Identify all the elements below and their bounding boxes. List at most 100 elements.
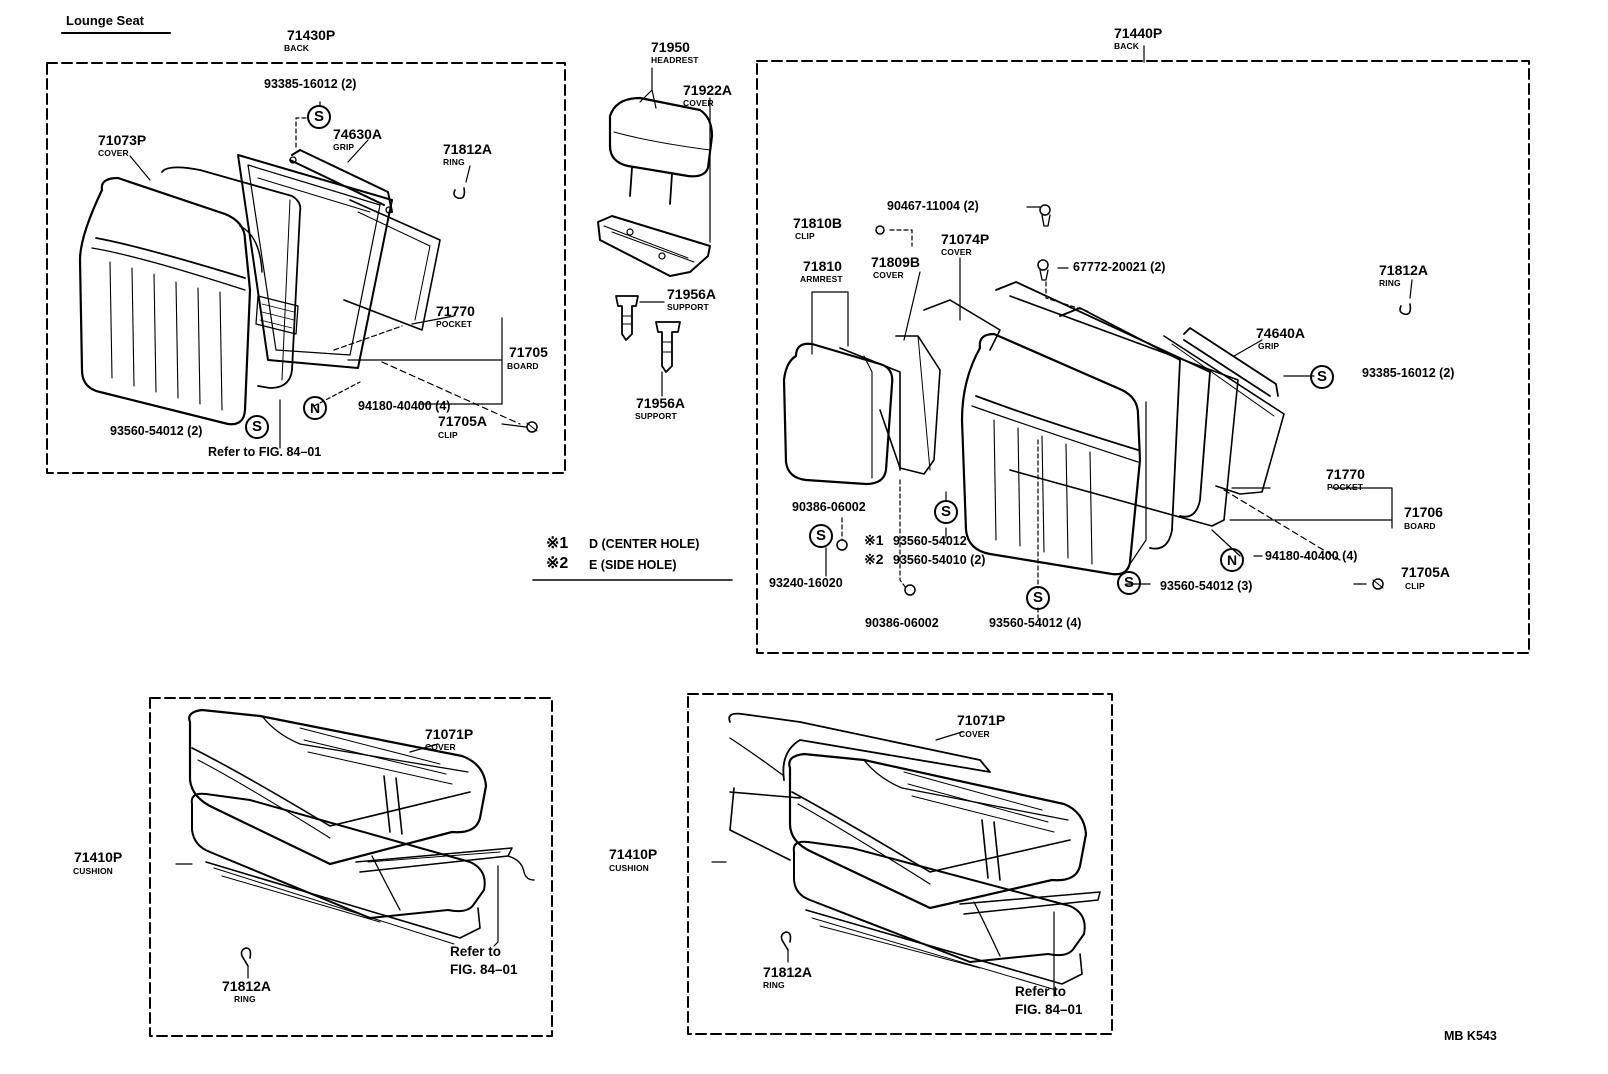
armrest-cover-part-name: COVER [873, 270, 904, 280]
left-nut-part-number: 94180-40400 (4) [358, 399, 451, 413]
cushion-left-ring-drawing [240, 947, 252, 967]
cushion-left-cover-drawing [188, 708, 488, 866]
left-clip-part-number: 71705A [438, 413, 488, 429]
right-cover-part-name: COVER [941, 247, 972, 257]
back-cover-drawing [78, 176, 252, 426]
support1-part-number: 71956A [667, 286, 717, 302]
cushion-right-cover-part-number: 71071P [957, 712, 1006, 728]
screw-a-part-number: 90467-11004 (2) [887, 199, 979, 213]
cushion-left-reference-line1: Refer to [450, 944, 502, 959]
washer1-part-number: 90386-06002 [792, 500, 866, 514]
headrest-part-number: 71950 [651, 39, 690, 55]
screw-f-part-number: 93560-54012 (4) [989, 616, 1082, 630]
left-screw-part-number: 93385-16012 (2) [264, 77, 357, 91]
left-grip-part-number: 74630A [333, 126, 383, 142]
left-ring-part-number: 71812A [443, 141, 493, 157]
back-pad-drawing [161, 166, 302, 389]
right-cover-part-number: 71074P [941, 231, 990, 247]
right-nut-part-number: 94180-40400 (4) [1265, 549, 1358, 563]
fastener-a-drawing [1039, 204, 1051, 216]
cushion-right-cover-part-name: COVER [959, 729, 990, 739]
cushion-right-reference-line2: FIG. 84–01 [1015, 1002, 1083, 1017]
cushion-right-part-name: CUSHION [609, 863, 649, 873]
headrest-drawing [608, 96, 714, 178]
cushion-right-ring-part-name: RING [763, 980, 785, 990]
fastener-part-number: 67772-20021 (2) [1073, 260, 1166, 274]
washer1-drawing [836, 539, 848, 551]
cushion-left-part-number: 71410P [74, 849, 123, 865]
support1-drawing [615, 295, 639, 341]
cushion-left-assembly [175, 708, 535, 979]
cushion-left-ring-part-number: 71812A [222, 978, 272, 994]
headrest-part-name: HEADREST [651, 55, 699, 65]
screw-e-part-number: 93240-16020 [769, 576, 843, 590]
right-board-part-name: BOARD [1404, 521, 1436, 531]
right-clip2-drawing [1372, 578, 1384, 590]
left-board-part-name: BOARD [507, 361, 539, 371]
s-symbol-icon: S [1310, 365, 1334, 389]
left-screw2-part-number: 93560-54012 (2) [110, 424, 203, 438]
legend-text-1: D (CENTER HOLE) [589, 537, 700, 551]
left-grip-part-name: GRIP [333, 142, 355, 152]
washer2-part-number: 90386-06002 [865, 616, 939, 630]
n-symbol-icon: N [303, 396, 327, 420]
right-back-part-number: 71440P [1114, 25, 1163, 41]
right-ring-drawing [1399, 303, 1412, 316]
support2-drawing [655, 321, 681, 373]
cushion-right-cover-drawing [788, 752, 1088, 910]
armrest-cover-drawing [879, 335, 941, 475]
cushion-right-reference-line1: Refer to [1015, 984, 1067, 999]
right-grip-part-name: GRIP [1258, 341, 1280, 351]
cushion-left-pad-drawing [190, 792, 486, 919]
pocket-drawing [343, 199, 441, 331]
s-symbol-icon: S [809, 524, 833, 548]
diagram-title: Lounge Seat [66, 13, 145, 28]
headrest-cover-part-name: COVER [683, 98, 714, 108]
washer2-drawing [904, 584, 916, 596]
armrest-drawing [782, 342, 894, 486]
screw-b-part-number: 93385-16012 (2) [1362, 366, 1455, 380]
left-clip-part-name: CLIP [438, 430, 458, 440]
legend-text-2: E (SIDE HOLE) [589, 558, 677, 572]
right-ring-part-name: RING [1379, 278, 1401, 288]
support1-part-name: SUPPORT [667, 302, 709, 312]
right-clip2-part-number: 71705A [1401, 564, 1451, 580]
right-ring-part-number: 71812A [1379, 262, 1429, 278]
mark-2: ※2 [864, 551, 884, 567]
left-cover-part-number: 71073P [98, 132, 147, 148]
legend-mark-1: ※1 [546, 535, 569, 552]
ring-drawing [453, 187, 466, 200]
left-pocket-part-name: POCKET [436, 319, 473, 329]
cushion-left-reference-line2: FIG. 84–01 [450, 962, 518, 977]
s-symbol-icon: S [245, 415, 269, 439]
right-board-part-number: 71706 [1404, 504, 1443, 520]
n-symbol-icon: N [1220, 548, 1244, 572]
s-symbol-icon: S [307, 105, 331, 129]
legend-mark-2: ※2 [546, 555, 569, 572]
fastener-b-drawing [1037, 259, 1049, 271]
cushion-right-group-border [687, 693, 1113, 1035]
cushion-left-ring-part-name: RING [234, 994, 256, 1004]
left-fig-reference: Refer to FIG. 84–01 [208, 445, 322, 459]
right-board-drawing [1009, 295, 1239, 527]
cushion-left-cover-part-number: 71071P [425, 726, 474, 742]
left-board-part-number: 71705 [509, 344, 548, 360]
cushion-right-part-number: 71410P [609, 846, 658, 862]
mark-1: ※1 [864, 532, 884, 548]
right-clip-drawing [875, 225, 885, 235]
armrest-part-name: ARMREST [800, 274, 843, 284]
left-back-group-border [46, 62, 566, 474]
headrest-cover-part-number: 71922A [683, 82, 733, 98]
armrest-part-number: 71810 [803, 258, 842, 274]
s-symbol-icon: S [934, 500, 958, 524]
cushion-left-cover-part-name: COVER [425, 742, 456, 752]
cushion-left-part-name: CUSHION [73, 866, 113, 876]
screw-c-part-number: 93560-54012 [893, 534, 967, 548]
s-symbol-icon: S [1117, 571, 1141, 595]
right-pocket-part-name: POCKET [1327, 482, 1364, 492]
right-pocket-drawing [1163, 335, 1285, 495]
left-pocket-part-number: 71770 [436, 303, 475, 319]
s-symbol-icon: S [1026, 586, 1050, 610]
